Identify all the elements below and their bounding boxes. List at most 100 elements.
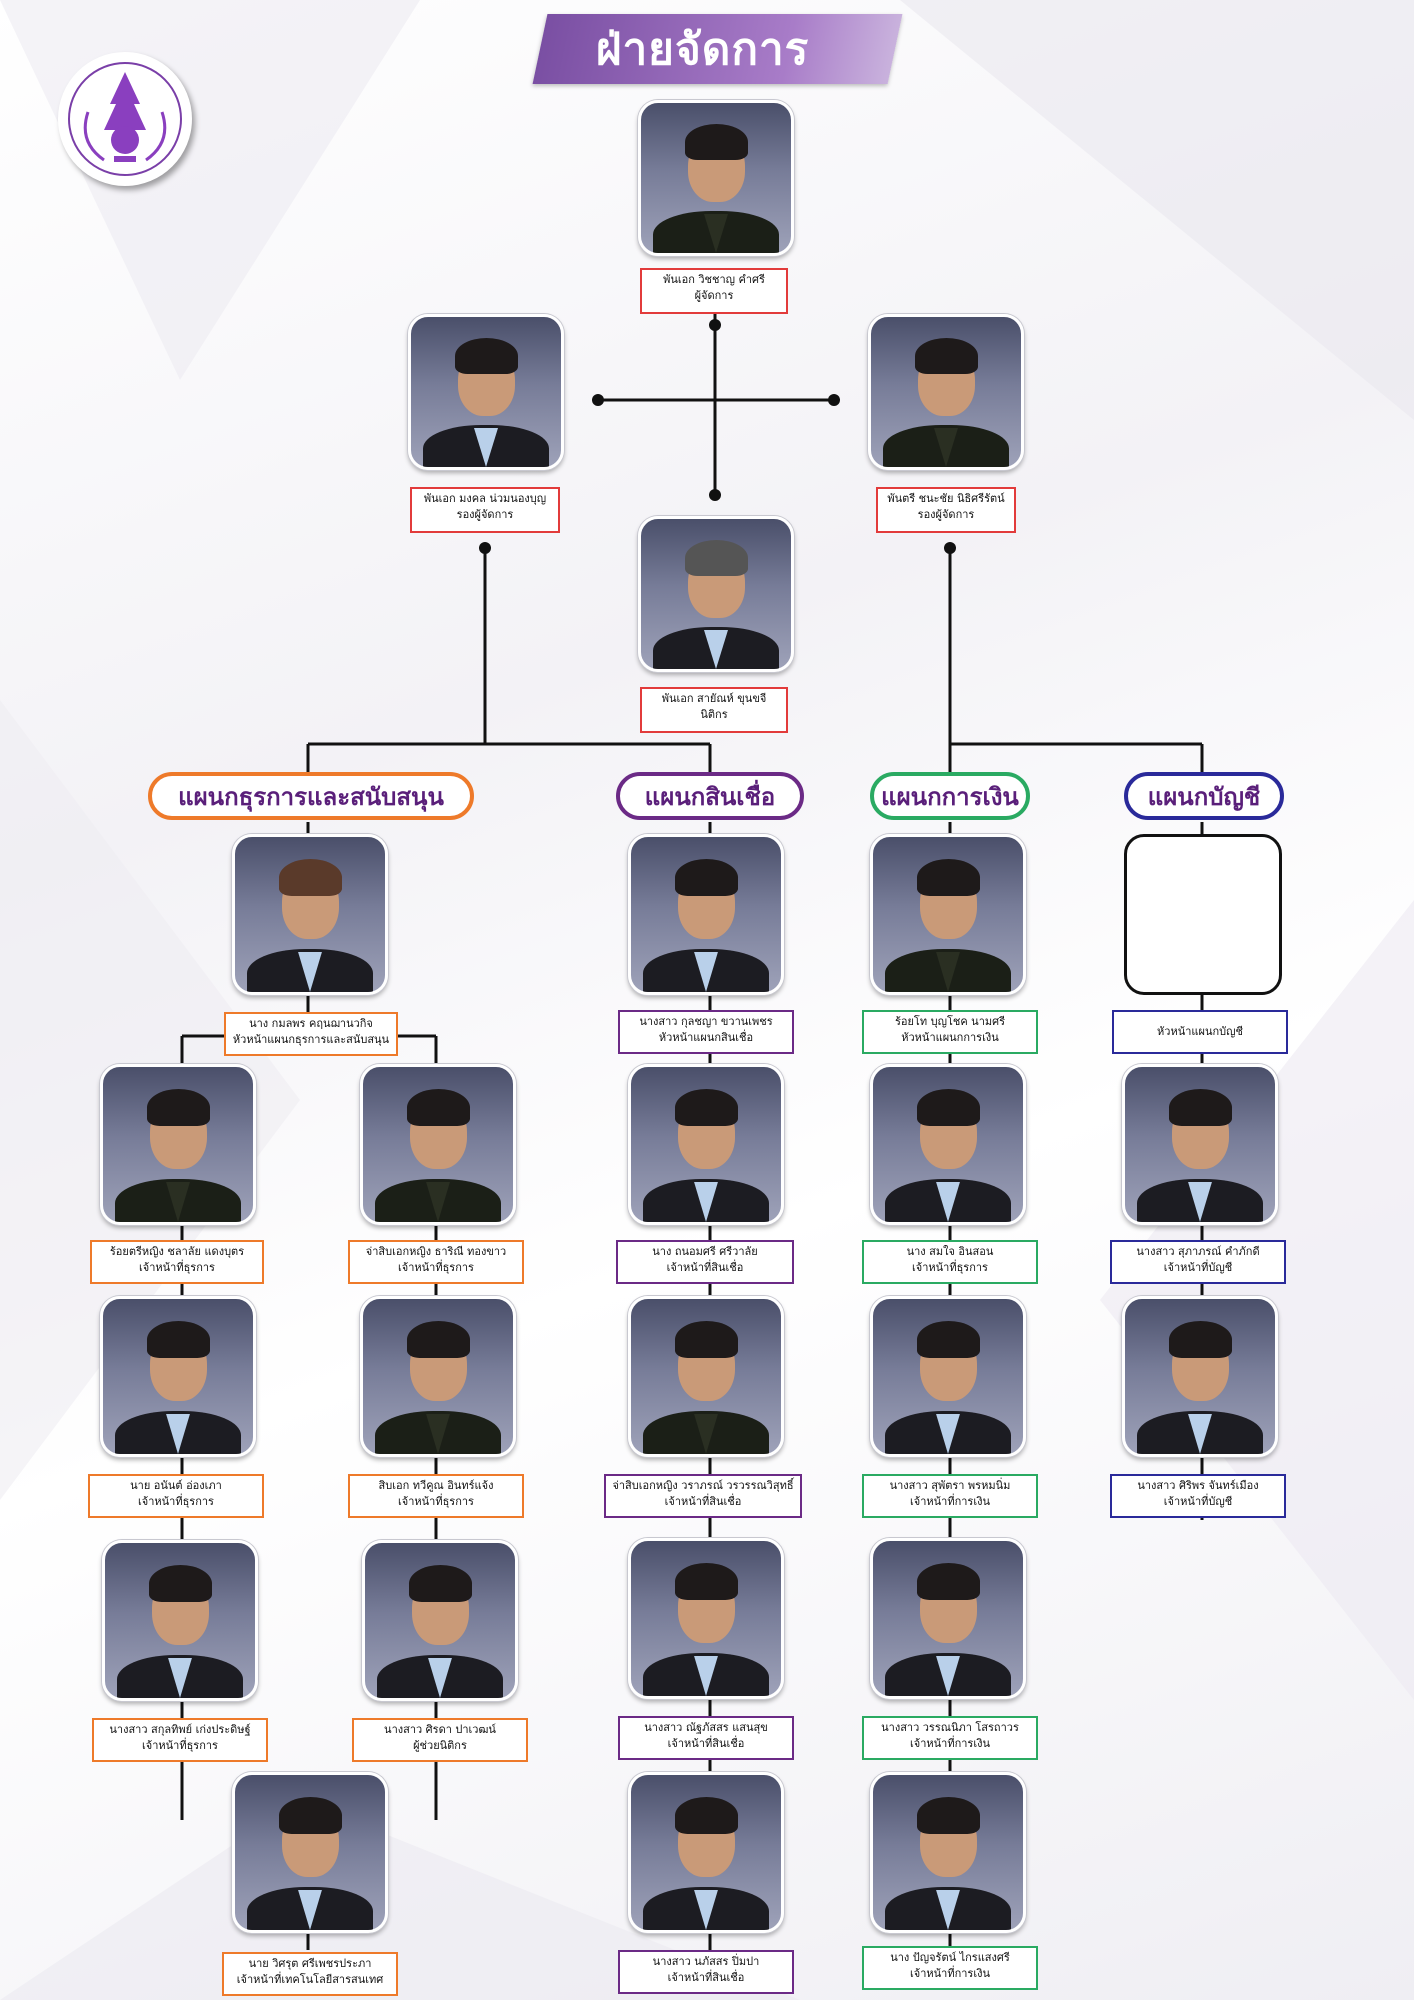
manager-position: ผู้จัดการ <box>694 289 734 302</box>
dept-finance-title: แผนกการเงิน <box>881 781 1019 811</box>
deputy-left-name-box: พันเอก มงคล น่วมนองบุญ รองผู้จัดการ <box>410 487 560 533</box>
accounting-staff-1-position: เจ้าหน้าที่บัญชี <box>1163 1261 1233 1274</box>
finance-staff-2-photo <box>870 1296 1026 1457</box>
finance-head-position: หัวหน้าแผนกการเงิน <box>901 1031 999 1044</box>
admin-staff-7-position: เจ้าหน้าที่เทคโนโลยีสารสนเทศ <box>236 1973 384 1986</box>
credit-staff-3-name: นางสาว ณัฐภัสสร แสนสุข <box>644 1721 768 1734</box>
credit-staff-3-name-box: นางสาว ณัฐภัสสร แสนสุข เจ้าหน้าที่สินเชื… <box>618 1716 794 1760</box>
finance-staff-3-name-box: นางสาว วรรณนิภา โสรถาวร เจ้าหน้าที่การเง… <box>862 1716 1038 1760</box>
dept-credit-title: แผนกสินเชื่อ <box>644 781 776 811</box>
admin-staff-2-name-box: จ่าสิบเอกหญิง ธาริณี ทองขาว เจ้าหน้าที่ธ… <box>348 1240 524 1284</box>
accounting-head-position: หัวหน้าแผนกบัญชี <box>1157 1025 1243 1038</box>
finance-staff-4-name-box: นาง ปัญจรัตน์ ไกรแสงศรี เจ้าหน้าที่การเง… <box>862 1946 1038 1990</box>
manager-photo <box>638 100 794 256</box>
admin-staff-2-position: เจ้าหน้าที่ธุรการ <box>398 1261 474 1274</box>
finance-head-name: ร้อยโท บุญโชค นามศรี <box>894 1015 1006 1028</box>
admin-staff-1-name-box: ร้อยตรีหญิง ชลาลัย แดงบุตร เจ้าหน้าที่ธุ… <box>90 1240 264 1284</box>
admin-staff-2-name: จ่าสิบเอกหญิง ธาริณี ทองขาว <box>365 1245 507 1258</box>
credit-staff-1-photo <box>628 1064 784 1225</box>
dept-accounting-label: แผนกบัญชี <box>1124 772 1284 820</box>
accounting-head-photo-placeholder <box>1124 834 1282 995</box>
admin-staff-5-photo <box>102 1540 258 1701</box>
finance-staff-3-photo <box>870 1538 1026 1699</box>
dept-finance-label: แผนกการเงิน <box>870 772 1030 820</box>
credit-staff-2-position: เจ้าหน้าที่สินเชื่อ <box>664 1495 742 1508</box>
admin-staff-5-name: นางสาว สกุลทิพย์ เก่งประดิษฐ์ <box>109 1723 251 1736</box>
page-title: ฝ่ายจัดการ <box>595 24 810 75</box>
credit-head-photo <box>628 834 784 995</box>
admin-staff-2-photo <box>360 1064 516 1225</box>
accounting-staff-1-photo <box>1122 1064 1278 1225</box>
credit-staff-2-photo <box>628 1296 784 1457</box>
finance-staff-4-position: เจ้าหน้าที่การเงิน <box>910 1967 990 1980</box>
accounting-staff-1-name-box: นางสาว สุภาภรณ์ คำภักดี เจ้าหน้าที่บัญชี <box>1110 1240 1286 1284</box>
finance-head-photo <box>870 834 1026 995</box>
accounting-staff-2-name: นางสาว ศิริพร จันทร์เมือง <box>1137 1479 1259 1492</box>
legal-name-box: พันเอก สายัณห์ ขุนขจี นิติกร <box>640 687 788 733</box>
legal-name: พันเอก สายัณห์ ขุนขจี <box>661 692 767 705</box>
manager-name-box: พันเอก วิชชาญ คำศรี ผู้จัดการ <box>640 268 788 314</box>
admin-staff-1-name: ร้อยตรีหญิง ชลาลัย แดงบุตร <box>109 1245 245 1258</box>
admin-staff-4-photo <box>360 1296 516 1457</box>
emblem-icon <box>68 62 182 176</box>
admin-head-name-box: นาง กมลพร คฤนฌานวกิจ หัวหน้าแผนกธุรการแล… <box>224 1012 398 1056</box>
dept-admin-label: แผนกธุรการและสนับสนุน <box>148 772 474 820</box>
admin-staff-6-photo <box>362 1540 518 1701</box>
credit-head-name: นางสาว กุลชญา ขวานเพชร <box>639 1015 773 1028</box>
admin-staff-3-position: เจ้าหน้าที่ธุรการ <box>138 1495 214 1508</box>
admin-staff-7-name-box: นาย วิศรุต ศรีเพชรประภา เจ้าหน้าที่เทคโน… <box>222 1952 398 1996</box>
credit-staff-3-position: เจ้าหน้าที่สินเชื่อ <box>667 1737 745 1750</box>
admin-head-position: หัวหน้าแผนกธุรการและสนับสนุน <box>232 1033 390 1046</box>
finance-staff-1-position: เจ้าหน้าที่ธุรการ <box>912 1261 988 1274</box>
credit-staff-1-name: นาง ถนอมศรี ศรีวาลัย <box>652 1245 758 1258</box>
accounting-staff-2-photo <box>1122 1296 1278 1457</box>
deputy-left-name: พันเอก มงคล น่วมนองบุญ <box>423 492 547 505</box>
deputy-right-photo <box>868 314 1024 470</box>
legal-position: นิติกร <box>700 708 728 721</box>
credit-staff-2-name: จ่าสิบเอกหญิง วราภรณ์ วรวรรณวิสุทธิ์ <box>612 1479 794 1492</box>
credit-staff-3-photo <box>628 1538 784 1699</box>
credit-head-position: หัวหน้าแผนกสินเชื่อ <box>658 1031 754 1044</box>
finance-staff-3-name: นางสาว วรรณนิภา โสรถาวร <box>881 1721 1019 1734</box>
credit-staff-4-name: นางสาว นภัสสร ปิ่มปา <box>652 1955 760 1968</box>
finance-staff-2-position: เจ้าหน้าที่การเงิน <box>910 1495 990 1508</box>
finance-staff-1-name-box: นาง สมใจ อินสอน เจ้าหน้าที่ธุรการ <box>862 1240 1038 1284</box>
admin-staff-3-photo <box>100 1296 256 1457</box>
credit-staff-4-position: เจ้าหน้าที่สินเชื่อ <box>667 1971 745 1984</box>
admin-staff-6-name: นางสาว ศิรดา ปาเวฒน์ <box>384 1723 496 1736</box>
admin-staff-4-name: สิบเอก ทวีคูณ อินทร์แจ้ง <box>378 1479 494 1492</box>
page-title-banner: ฝ่ายจัดการ <box>532 14 903 84</box>
admin-staff-6-position: ผู้ช่วยนิติกร <box>413 1739 467 1752</box>
deputy-left-position: รองผู้จัดการ <box>456 508 514 521</box>
finance-staff-2-name: นางสาว สุพัตรา พรหมนิ่ม <box>889 1479 1011 1492</box>
admin-staff-4-name-box: สิบเอก ทวีคูณ อินทร์แจ้ง เจ้าหน้าที่ธุรก… <box>348 1474 524 1518</box>
admin-staff-1-photo <box>100 1064 256 1225</box>
credit-staff-4-photo <box>628 1772 784 1933</box>
cooperative-logo <box>58 52 192 186</box>
legal-photo <box>638 516 794 672</box>
finance-staff-1-photo <box>870 1064 1026 1225</box>
credit-staff-4-name-box: นางสาว นภัสสร ปิ่มปา เจ้าหน้าที่สินเชื่อ <box>618 1950 794 1994</box>
admin-staff-3-name: นาย อนันต์ อ่องเภา <box>130 1479 222 1492</box>
finance-staff-1-name: นาง สมใจ อินสอน <box>906 1245 994 1258</box>
finance-staff-4-photo <box>870 1772 1026 1933</box>
accounting-staff-2-name-box: นางสาว ศิริพร จันทร์เมือง เจ้าหน้าที่บัญ… <box>1110 1474 1286 1518</box>
deputy-right-name-box: พันตรี ชนะชัย นิธิศรีรัตน์ รองผู้จัดการ <box>876 487 1016 533</box>
credit-staff-1-position: เจ้าหน้าที่สินเชื่อ <box>666 1261 744 1274</box>
admin-staff-5-position: เจ้าหน้าที่ธุรการ <box>142 1739 218 1752</box>
finance-staff-2-name-box: นางสาว สุพัตรา พรหมนิ่ม เจ้าหน้าที่การเง… <box>862 1474 1038 1518</box>
dept-admin-title: แผนกธุรการและสนับสนุน <box>178 781 444 811</box>
finance-head-name-box: ร้อยโท บุญโชค นามศรี หัวหน้าแผนกการเงิน <box>862 1010 1038 1054</box>
credit-staff-2-name-box: จ่าสิบเอกหญิง วราภรณ์ วรวรรณวิสุทธิ์ เจ้… <box>604 1474 802 1518</box>
admin-staff-4-position: เจ้าหน้าที่ธุรการ <box>398 1495 474 1508</box>
accounting-staff-1-name: นางสาว สุภาภรณ์ คำภักดี <box>1136 1245 1260 1258</box>
manager-name: พันเอก วิชชาญ คำศรี <box>663 273 765 286</box>
deputy-right-position: รองผู้จัดการ <box>917 508 975 521</box>
deputy-right-name: พันตรี ชนะชัย นิธิศรีรัตน์ <box>887 492 1005 505</box>
admin-staff-5-name-box: นางสาว สกุลทิพย์ เก่งประดิษฐ์ เจ้าหน้าที… <box>92 1718 268 1762</box>
admin-staff-6-name-box: นางสาว ศิรดา ปาเวฒน์ ผู้ช่วยนิติกร <box>352 1718 528 1762</box>
credit-head-name-box: นางสาว กุลชญา ขวานเพชร หัวหน้าแผนกสินเชื… <box>618 1010 794 1054</box>
finance-staff-4-name: นาง ปัญจรัตน์ ไกรแสงศรี <box>890 1951 1010 1964</box>
admin-head-name: นาง กมลพร คฤนฌานวกิจ <box>249 1017 373 1030</box>
accounting-staff-2-position: เจ้าหน้าที่บัญชี <box>1163 1495 1233 1508</box>
